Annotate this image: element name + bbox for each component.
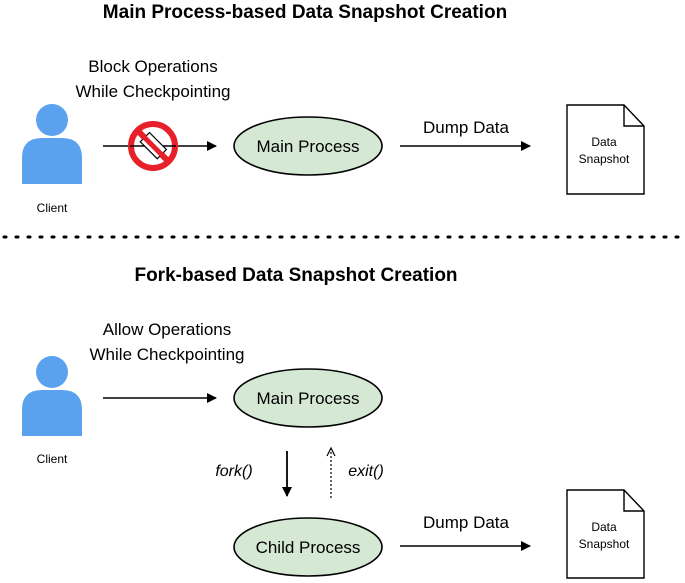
top-dump-label: Dump Data <box>423 118 510 137</box>
exit-label: exit() <box>348 463 384 480</box>
child-process-node <box>233 517 383 577</box>
document-icon <box>566 104 645 195</box>
document-icon <box>566 489 645 579</box>
bottom-snapshot-line1: Data <box>591 520 617 534</box>
bottom-section-title: Fork-based Data Snapshot Creation <box>134 265 457 286</box>
child-process-label: Child Process <box>256 538 361 557</box>
bottom-note-line2: While Checkpointing <box>90 345 245 364</box>
top-section-title: Main Process-based Data Snapshot Creatio… <box>103 2 507 23</box>
bottom-snapshot-line2: Snapshot <box>579 537 630 551</box>
bottom-note-line1: Allow Operations <box>103 320 232 339</box>
person-icon <box>22 356 82 436</box>
no-entry-icon <box>128 121 178 171</box>
top-main-process-label: Main Process <box>257 137 360 156</box>
bottom-dump-label: Dump Data <box>423 513 510 532</box>
bottom-client-label: Client <box>37 452 68 466</box>
top-main-process-node <box>233 116 383 176</box>
top-snapshot-line2: Snapshot <box>579 152 630 166</box>
top-note-line2: While Checkpointing <box>76 82 231 101</box>
person-icon <box>22 104 82 184</box>
top-snapshot-line1: Data <box>591 135 617 149</box>
top-note-line1: Block Operations <box>88 57 217 76</box>
fork-label: fork() <box>215 463 252 480</box>
bottom-main-process-label: Main Process <box>257 389 360 408</box>
bottom-main-process-node <box>233 368 383 428</box>
top-client-label: Client <box>37 201 68 215</box>
